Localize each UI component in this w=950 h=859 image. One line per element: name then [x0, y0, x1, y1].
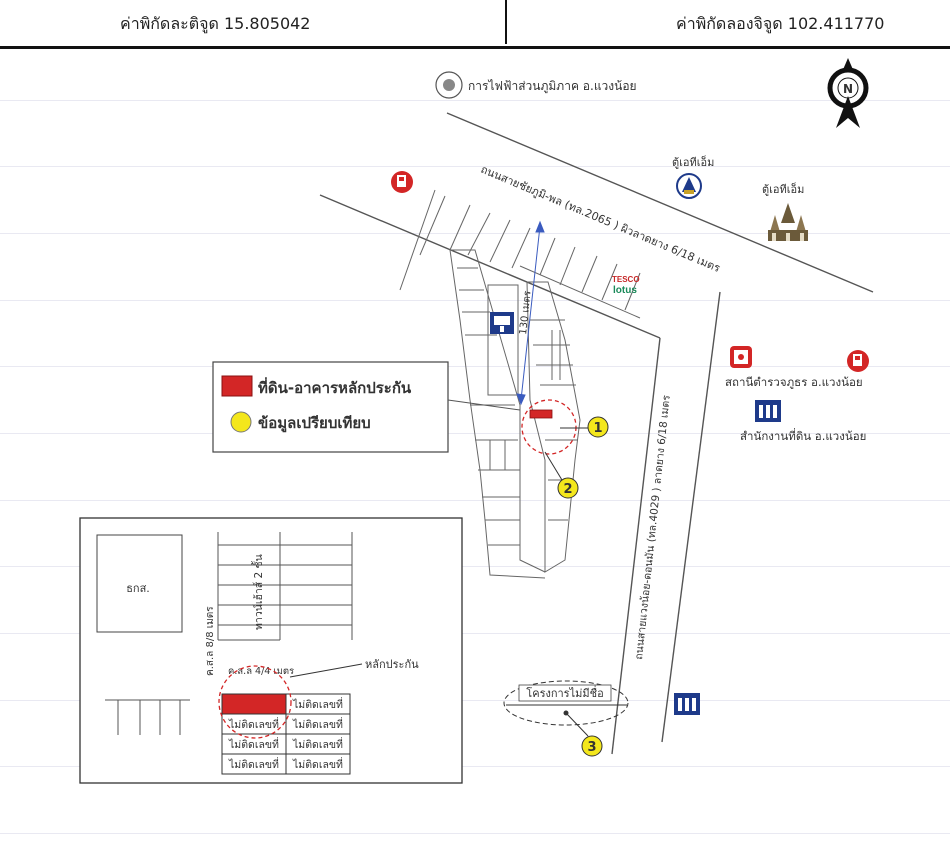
- marker-2-leader: [544, 451, 563, 481]
- land-office-label: สำนักงานที่ดิน อ.แวงน้อย: [740, 428, 866, 443]
- inset-soi-left-label: ค.ส.ล 8/8 เมตร: [205, 606, 216, 676]
- gas-station-icon-1: [391, 171, 413, 193]
- inset-left-plots: [105, 699, 190, 735]
- compass-letter: N: [843, 82, 853, 96]
- inset-bank-label: ธกส.: [126, 582, 150, 595]
- header-divider: [505, 0, 507, 44]
- electricity-label: การไฟฟ้าส่วนภูมิภาค อ.แวงน้อย: [468, 79, 637, 94]
- coordinate-header: ค่าพิกัดละติจูด 15.805042 ค่าพิกัดลองจิจ…: [0, 0, 950, 49]
- police-icon: [730, 346, 752, 368]
- inset-plot-grid: ไม่ติดเลขที่ ไม่ติดเลขที่ ไม่ติดเลขที่ ไ…: [221, 693, 351, 775]
- marker-1-label: 1: [593, 421, 602, 436]
- marker-2: [557, 477, 579, 499]
- main-road: [319, 112, 874, 339]
- atm-landmark-2: ตู้เอทีเอ็ม: [762, 182, 808, 241]
- legend: ที่ดิน-อาคารหลักประกัน ข้อมูลเปรียบเทียบ: [212, 361, 521, 453]
- gas-station-icon-2: [847, 350, 869, 372]
- latitude-label: ค่าพิกัดละติจูด 15.805042: [120, 14, 311, 33]
- location-map: ถนนสายชัยภูมิ-พล (ทล.2065 ) ผิวลาดยาง 6/…: [79, 58, 874, 784]
- inset-plot-label: ไม่ติดเลขที่: [292, 757, 343, 771]
- inset-collateral-label: หลักประกัน: [365, 658, 419, 671]
- distance-label: 130 เมตร: [518, 290, 534, 336]
- lotus-text: lotus: [613, 285, 637, 296]
- collateral-highlight-circle: [521, 399, 577, 455]
- marker-2-label: 2: [563, 482, 572, 497]
- atm-2-label: ตู้เอทีเอ็ม: [762, 182, 804, 196]
- vertical-road-label: ถนนสายแวงน้อย-ดอนมัน (ทล.4029 ) ลาดยาง 6…: [633, 394, 673, 660]
- inset-townhouse-label: ทาวน์เฮ้าส์ 2 ชั้น: [251, 554, 265, 630]
- inset-collateral-leader: [289, 663, 363, 678]
- project-area: โครงการไม่มีชื่อ: [503, 680, 629, 737]
- electricity-icon-core: [443, 79, 455, 91]
- marker-3: [581, 735, 603, 757]
- police-landmark: สถานีตำรวจภูธร อ.แวงน้อย: [725, 346, 863, 389]
- shophouses-north: [399, 189, 641, 319]
- marker-3-label: 3: [587, 740, 596, 755]
- tesco-text: TESCO: [612, 275, 640, 284]
- project-label: โครงการไม่มีชื่อ: [526, 685, 603, 700]
- marker-1: [587, 416, 609, 438]
- collateral-plot: [529, 409, 553, 419]
- inset-plot-label: ไม่ติดเลขที่: [228, 757, 279, 771]
- legend-collateral-swatch: [221, 375, 253, 397]
- inset-soi-width-label: ค.ส.ล 4/4 เมตร: [228, 666, 294, 677]
- inset-map: ธกส. ทาวน์เฮ้าส์ 2 ชั้น ค.ส.ล 8/8 เมตร ค…: [79, 517, 463, 784]
- inset-plot-label: ไม่ติดเลขที่: [292, 697, 343, 711]
- land-office-icon-2: [674, 693, 700, 715]
- legend-comparison-swatch: [230, 411, 252, 433]
- soi-block: [449, 249, 581, 579]
- distance-arrow: [516, 220, 545, 406]
- atm-1-label: ตู้เอทีเอ็ม: [672, 155, 714, 169]
- legend-collateral-label: ที่ดิน-อาคารหลักประกัน: [258, 377, 412, 397]
- inset-plot-label: ไม่ติดเลขที่: [228, 717, 279, 731]
- atm-landmark-1: ตู้เอทีเอ็ม: [672, 155, 714, 199]
- inset-plot-label: ไม่ติดเลขที่: [228, 737, 279, 751]
- bank-sign-icon: [490, 312, 514, 334]
- inset-plot-label: ไม่ติดเลขที่: [292, 737, 343, 751]
- inset-townhouses: [217, 532, 353, 641]
- land-office-landmark: สำนักงานที่ดิน อ.แวงน้อย: [740, 400, 866, 443]
- inset-bank-building: [96, 534, 183, 633]
- vertical-road: [611, 291, 721, 755]
- police-label: สถานีตำรวจภูธร อ.แวงน้อย: [725, 375, 863, 389]
- tesco-lotus-landmark: TESCO lotus: [612, 275, 640, 296]
- electricity-landmark: การไฟฟ้าส่วนภูมิภาค อ.แวงน้อย: [435, 71, 637, 99]
- compass-icon: N: [827, 58, 869, 128]
- inset-plot-label: ไม่ติดเลขที่: [292, 717, 343, 731]
- land-office-icon: [755, 400, 781, 422]
- temple-icon: [768, 203, 808, 241]
- legend-comparison-label: ข้อมูลเปรียบเทียบ: [258, 414, 371, 433]
- longitude-label: ค่าพิกัดลองจิจูด 102.411770: [676, 14, 885, 33]
- inset-collateral-plot: [221, 693, 287, 715]
- inset-collateral-circle: [218, 665, 292, 739]
